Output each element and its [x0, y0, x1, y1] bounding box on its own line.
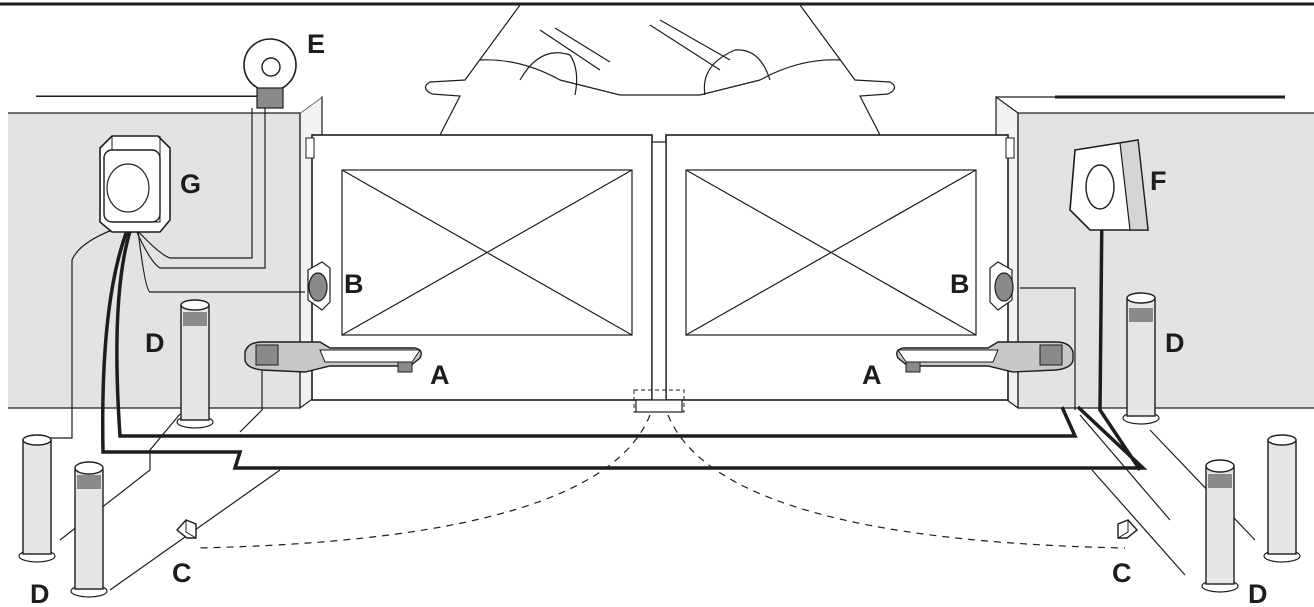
label-column-right-outer: D [1248, 579, 1268, 607]
swing-arc-right [667, 414, 1126, 549]
label-floor-photocell-right: C [1112, 558, 1132, 588]
swing-arc-left [194, 414, 651, 549]
flashing-light [243, 38, 297, 109]
label-photocell-left: B [344, 269, 364, 299]
column-left-outer-a [18, 434, 56, 563]
column-right-outer-a [1263, 434, 1301, 563]
gate-motor-right [896, 341, 1074, 373]
label-photocell-right: B [950, 269, 970, 299]
label-motor-left: A [430, 360, 450, 390]
label-key-selector: F [1150, 166, 1167, 196]
gate-motor-left [244, 341, 422, 373]
car-outline [424, 4, 896, 136]
cable-runs [100, 204, 1148, 471]
thin-wires [40, 108, 1256, 591]
label-flashing-light: E [307, 29, 325, 59]
floor-photocell-left [175, 519, 197, 539]
gate-center-post [633, 141, 685, 413]
gate-leaf-right [665, 134, 1015, 401]
column-right-outer-b [1201, 459, 1239, 593]
key-selector [1069, 139, 1149, 231]
floor-photocell-right [1117, 519, 1139, 539]
column-left-inner [176, 299, 214, 429]
control-unit-box [99, 135, 171, 233]
photocell-left [307, 261, 331, 311]
label-floor-photocell-left: C [172, 558, 192, 588]
label-column-left-outer: D [30, 579, 50, 607]
label-column-right-inner: D [1165, 328, 1185, 358]
label-control-unit: G [180, 169, 201, 199]
label-motor-right: A [862, 360, 882, 390]
column-right-inner [1122, 292, 1160, 425]
photocell-right [989, 261, 1014, 311]
label-column-left-inner: D [145, 328, 165, 358]
column-left-outer-b [70, 461, 108, 598]
